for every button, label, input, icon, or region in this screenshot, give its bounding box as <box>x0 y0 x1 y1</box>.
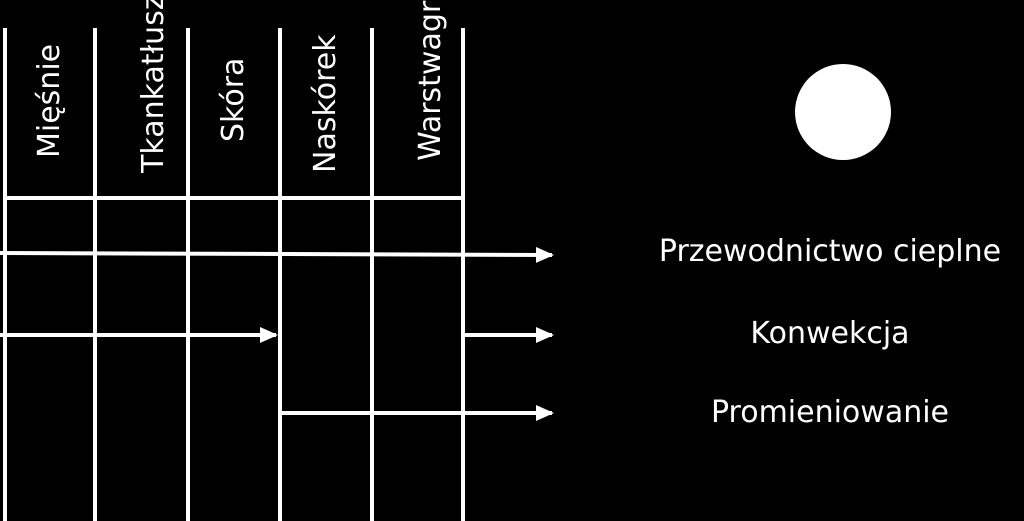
layer-label-tkanka: Tkankatłuszczowa <box>106 0 171 192</box>
layer-label-miesnie: Mięśnie <box>32 43 67 159</box>
layer-label-warstwa: Warstwagraniczna <box>383 0 448 180</box>
layer-label-warstwa-line2: graniczna <box>413 0 448 32</box>
mechanism-label-conduction: Przewodnictwo cieplne <box>658 234 1002 269</box>
layer-label-tkanka-line2: tłuszczowa <box>136 0 171 65</box>
body-circle-icon <box>795 64 891 160</box>
mechanism-label-convection: Konwekcja <box>750 316 910 351</box>
layer-label-skora: Skóra <box>216 57 251 143</box>
conduction-arrow <box>0 246 554 263</box>
layer-label-naskorek: Naskórek <box>308 34 343 174</box>
layer-label-tkanka-line1: Tkanka <box>136 65 171 173</box>
mechanism-label-radiation: Promieniowanie <box>710 395 950 430</box>
layer-label-warstwa-line1: Warstwa <box>413 32 448 161</box>
